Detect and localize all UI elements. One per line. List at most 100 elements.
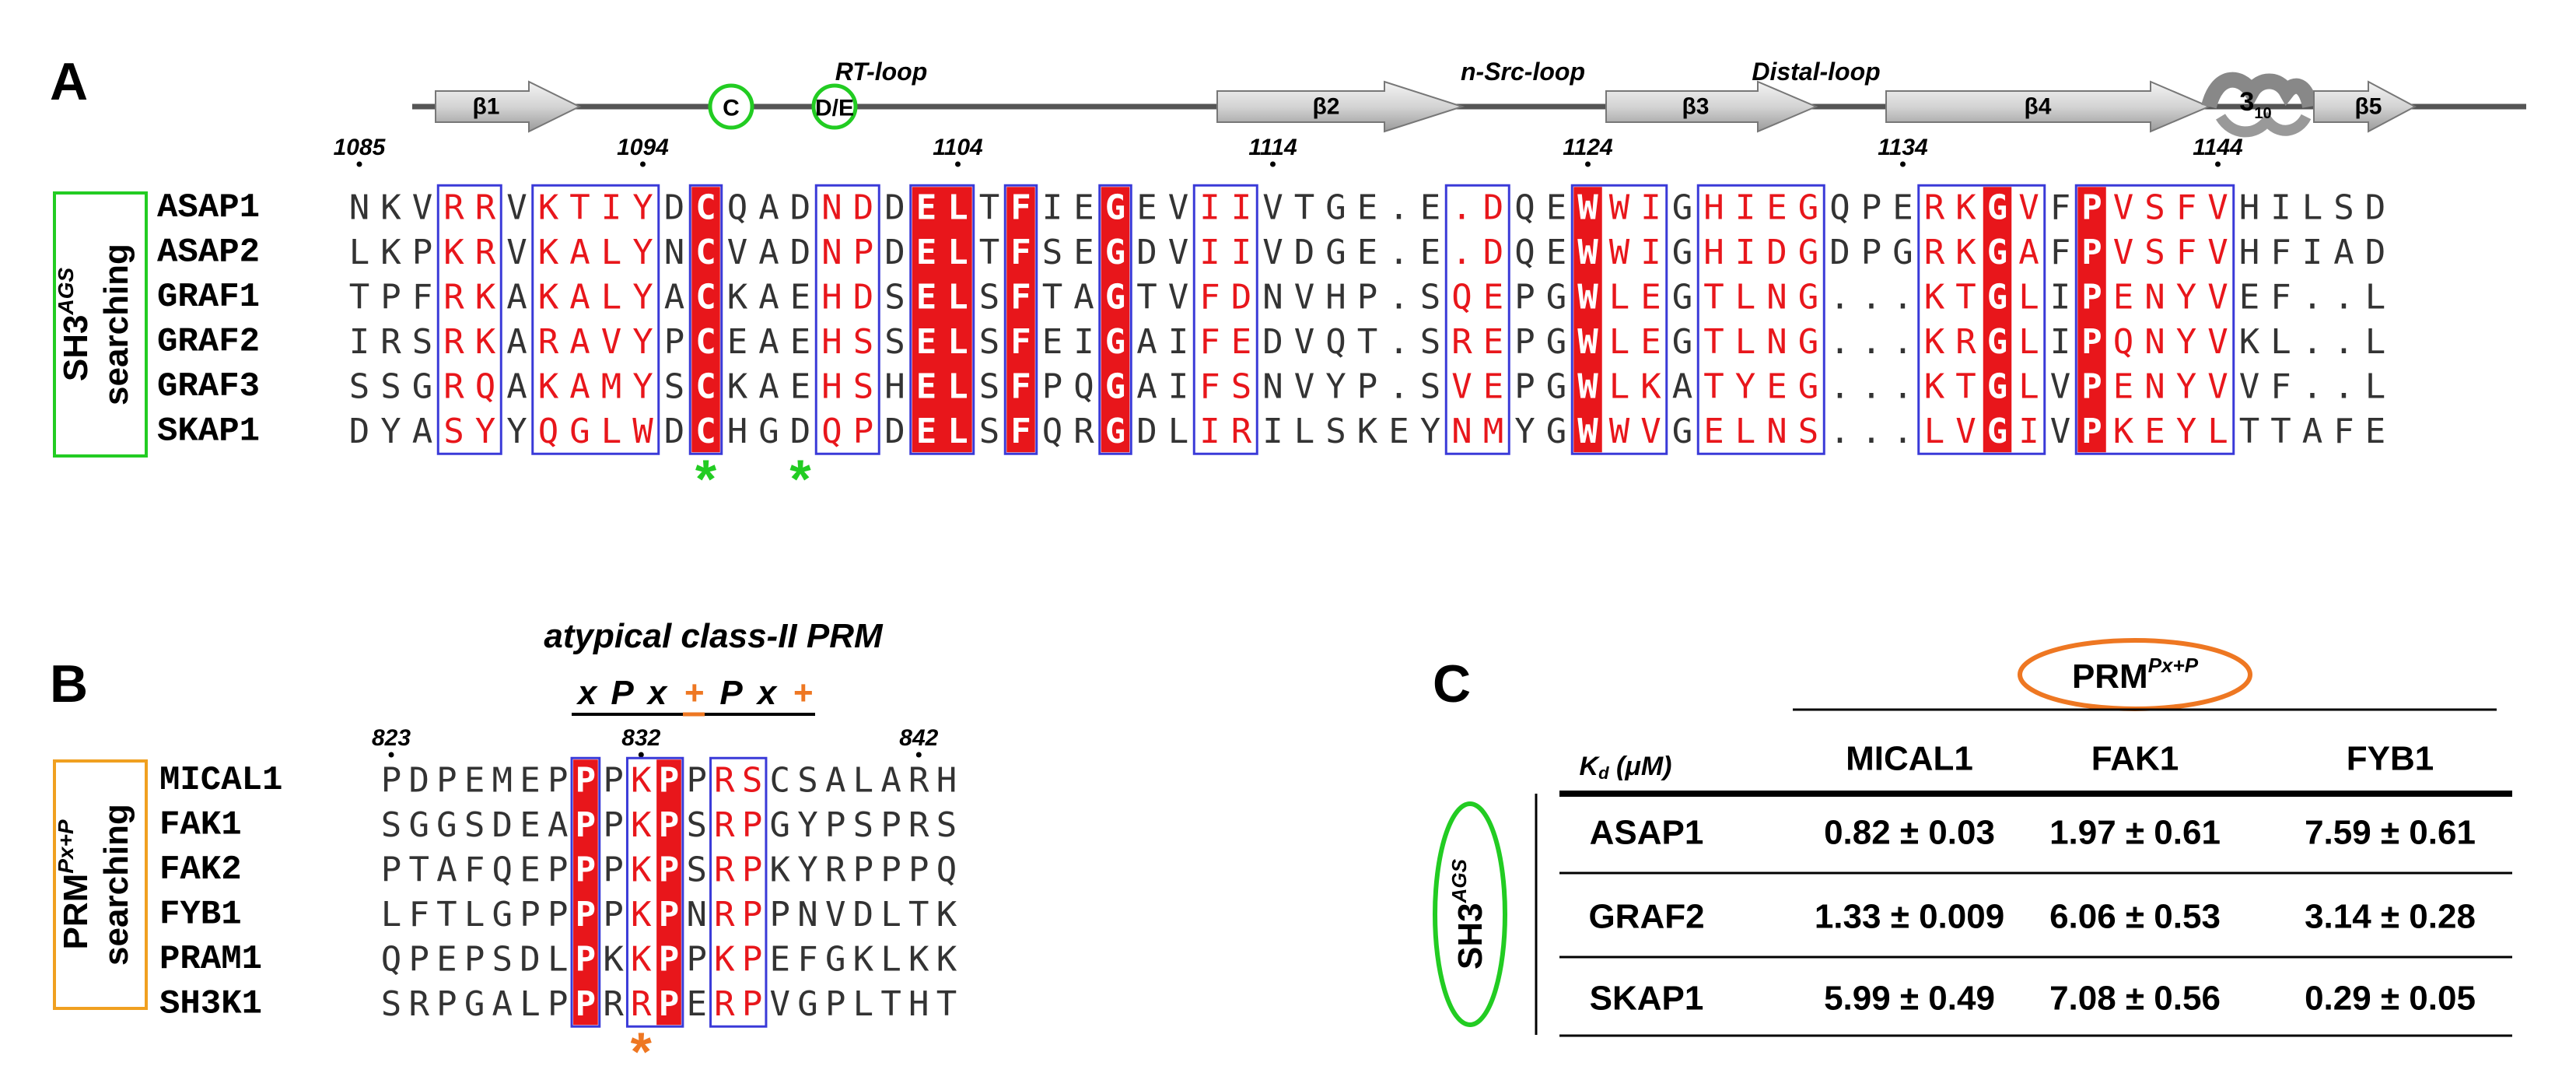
residue: R — [714, 761, 735, 801]
residue: L — [947, 233, 968, 272]
residue: I — [349, 322, 370, 362]
strand-label: β1 — [473, 94, 500, 120]
residue: G — [1105, 322, 1126, 362]
residue: Y — [2176, 412, 2197, 451]
residue: Y — [1325, 367, 1346, 407]
residue: Q — [492, 850, 513, 890]
residue: K — [1955, 233, 1976, 272]
residue: E — [1231, 322, 1252, 362]
residue: K — [770, 850, 791, 890]
residue: N — [2144, 322, 2165, 362]
residue: A — [758, 278, 779, 317]
residue: E — [916, 278, 937, 317]
svg-text:D/E: D/E — [815, 96, 854, 121]
similarity-box — [531, 184, 660, 455]
residue: W — [1609, 412, 1630, 451]
residue: V — [2207, 367, 2228, 407]
residue: L — [601, 278, 622, 317]
residue: D — [664, 188, 685, 228]
strand-label: β5 — [2355, 94, 2382, 120]
residue: F — [1199, 278, 1220, 317]
residue: G — [492, 895, 513, 934]
residue: G — [412, 367, 433, 407]
residue: . — [1829, 412, 1850, 451]
residue: K — [443, 233, 464, 272]
residue: Y — [797, 805, 818, 845]
residue: F — [412, 278, 433, 317]
kd-value: 3.14 ± 0.28 — [2305, 898, 2476, 936]
residue: R — [714, 895, 735, 934]
residue: L — [1168, 412, 1189, 451]
residue: D — [2365, 188, 2386, 228]
residue: D — [2365, 233, 2386, 272]
residue: P — [436, 984, 457, 1024]
residue: I — [1735, 233, 1756, 272]
kd-label: Kd (μM) — [1580, 752, 1672, 783]
residue: T — [979, 188, 1000, 228]
residue: P — [412, 233, 433, 272]
residue: S — [979, 322, 1000, 362]
residue: P — [381, 850, 402, 890]
residue: P — [742, 984, 763, 1024]
residue: E — [520, 761, 541, 801]
residue: S — [1042, 233, 1063, 272]
residue: S — [2333, 188, 2354, 228]
residue: A — [569, 367, 590, 407]
residue: T — [1136, 278, 1157, 317]
residue: I — [1199, 233, 1220, 272]
residue: K — [1924, 278, 1945, 317]
residue: P — [548, 850, 569, 890]
similarity-box — [1696, 184, 1825, 455]
residue: Y — [475, 412, 496, 451]
residue: A — [758, 188, 779, 228]
residue: W — [1577, 412, 1598, 451]
residue: G — [1798, 233, 1819, 272]
residue: W — [1577, 188, 1598, 228]
kd-value: 7.08 ± 0.56 — [2049, 980, 2221, 1018]
residue: E — [1483, 322, 1504, 362]
residue: H — [821, 278, 842, 317]
residue: R — [908, 761, 929, 801]
similarity-box — [625, 756, 684, 1028]
residue: V — [1640, 412, 1661, 451]
residue: Y — [632, 188, 653, 228]
residue: F — [1010, 188, 1031, 228]
conserved-column-fill — [691, 187, 720, 453]
residue: P — [659, 940, 680, 980]
residue: I — [2302, 233, 2323, 272]
helix-3-10: 310 — [2201, 72, 2318, 138]
residue: K — [1924, 322, 1945, 362]
residue: S — [381, 805, 402, 845]
sequence-name: MICAL1 — [159, 761, 282, 800]
residue: S — [664, 367, 685, 407]
residue: T — [880, 984, 901, 1024]
residue: K — [538, 367, 559, 407]
residue: P — [380, 278, 401, 317]
residue-tick — [915, 752, 922, 758]
strand-beta2: β2 — [1216, 80, 1465, 133]
residue: G — [1672, 188, 1693, 228]
cysteine-circle: C — [708, 83, 754, 130]
residue: E — [1420, 188, 1441, 228]
residue: I — [1735, 188, 1756, 228]
residue: G — [1325, 188, 1346, 228]
conserved-column-fill — [912, 187, 972, 453]
residue: P — [520, 895, 541, 934]
residue: S — [979, 367, 1000, 407]
residue: . — [2333, 322, 2354, 362]
residue: D — [520, 940, 541, 980]
residue: F — [464, 850, 485, 890]
strand-label: β4 — [2025, 94, 2052, 120]
residue: S — [1325, 412, 1346, 451]
residue: S — [1420, 367, 1441, 407]
residue: A — [2302, 412, 2323, 451]
residue: F — [1010, 367, 1031, 407]
residue: P — [381, 761, 402, 801]
residue: E — [1766, 188, 1787, 228]
residue: V — [506, 233, 527, 272]
residue: G — [1798, 278, 1819, 317]
residue: A — [569, 322, 590, 362]
residue: R — [1231, 412, 1252, 451]
residue: . — [2302, 278, 2323, 317]
